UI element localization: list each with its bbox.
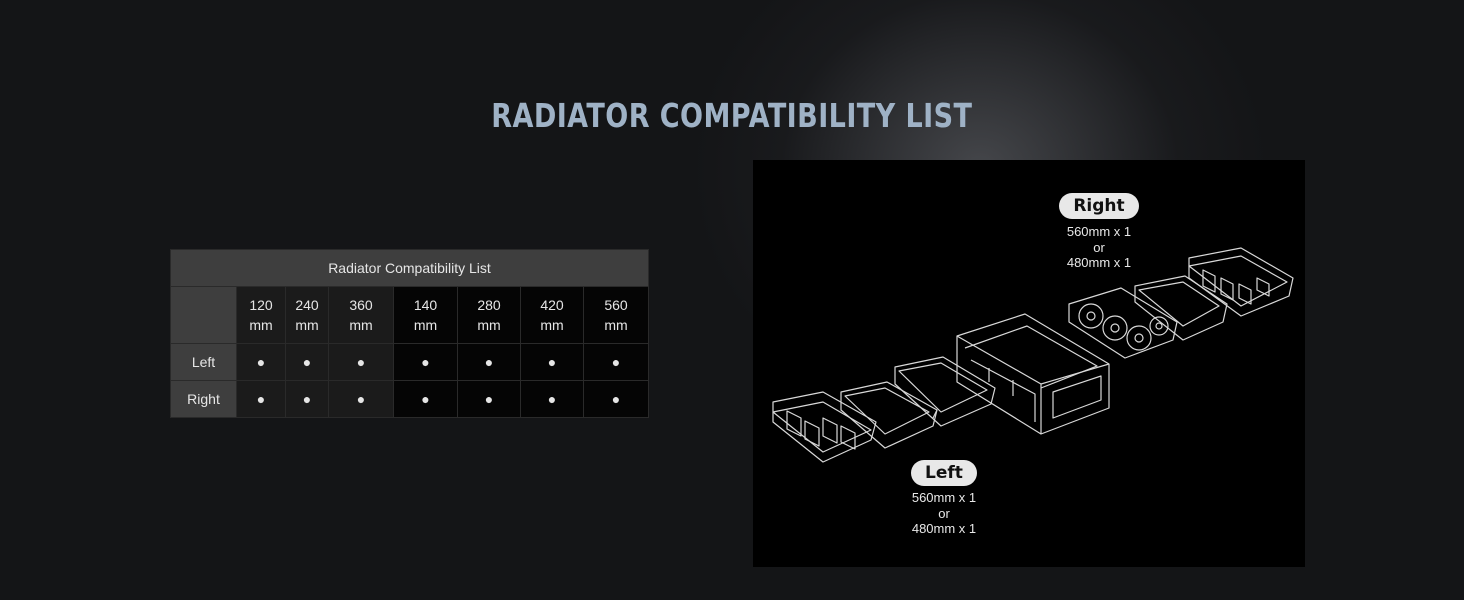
page-title: RADIATOR COMPATIBILITY LIST	[491, 96, 973, 135]
compat-dot: ●	[236, 380, 286, 418]
compat-dot: ●	[583, 343, 649, 381]
compat-dot: ●	[457, 380, 521, 418]
compat-dot: ●	[583, 380, 649, 418]
compat-dot: ●	[520, 343, 584, 381]
left-fan-bracket	[772, 391, 877, 463]
row-label: Right	[170, 380, 237, 418]
row-label: Left	[170, 343, 237, 381]
compat-dot: ●	[285, 343, 329, 381]
right-badge: Right	[1059, 193, 1139, 219]
left-spec: 560mm x 1 or 480mm x 1	[911, 490, 977, 536]
compat-dot: ●	[236, 343, 286, 381]
right-fan-bracket	[1188, 247, 1294, 317]
left-badge: Left	[911, 460, 977, 486]
table-caption: Radiator Compatibility List	[170, 249, 649, 287]
right-spec: 560mm x 1 or 480mm x 1	[1066, 224, 1132, 270]
exploded-view-illustration: Right 560mm x 1 or 480mm x 1 Left 560mm …	[753, 160, 1305, 567]
compat-dot: ●	[393, 380, 458, 418]
left-radiator-2	[894, 356, 996, 427]
compat-dot: ●	[520, 380, 584, 418]
right-fan-radiator	[1068, 287, 1178, 359]
right-radiator	[1134, 275, 1228, 341]
left-radiator	[840, 381, 938, 449]
compat-dot: ●	[457, 343, 521, 381]
chassis-frame	[956, 313, 1110, 435]
table-row: Left ● ● ● ● ● ● ●	[170, 343, 649, 381]
case-exploded-diagram	[772, 247, 1294, 463]
table-row: Right ● ● ● ● ● ● ●	[170, 380, 649, 418]
compat-dot: ●	[328, 380, 394, 418]
compat-dot: ●	[393, 343, 458, 381]
table-corner-cell	[170, 286, 237, 344]
compat-dot: ●	[328, 343, 394, 381]
compat-dot: ●	[285, 380, 329, 418]
